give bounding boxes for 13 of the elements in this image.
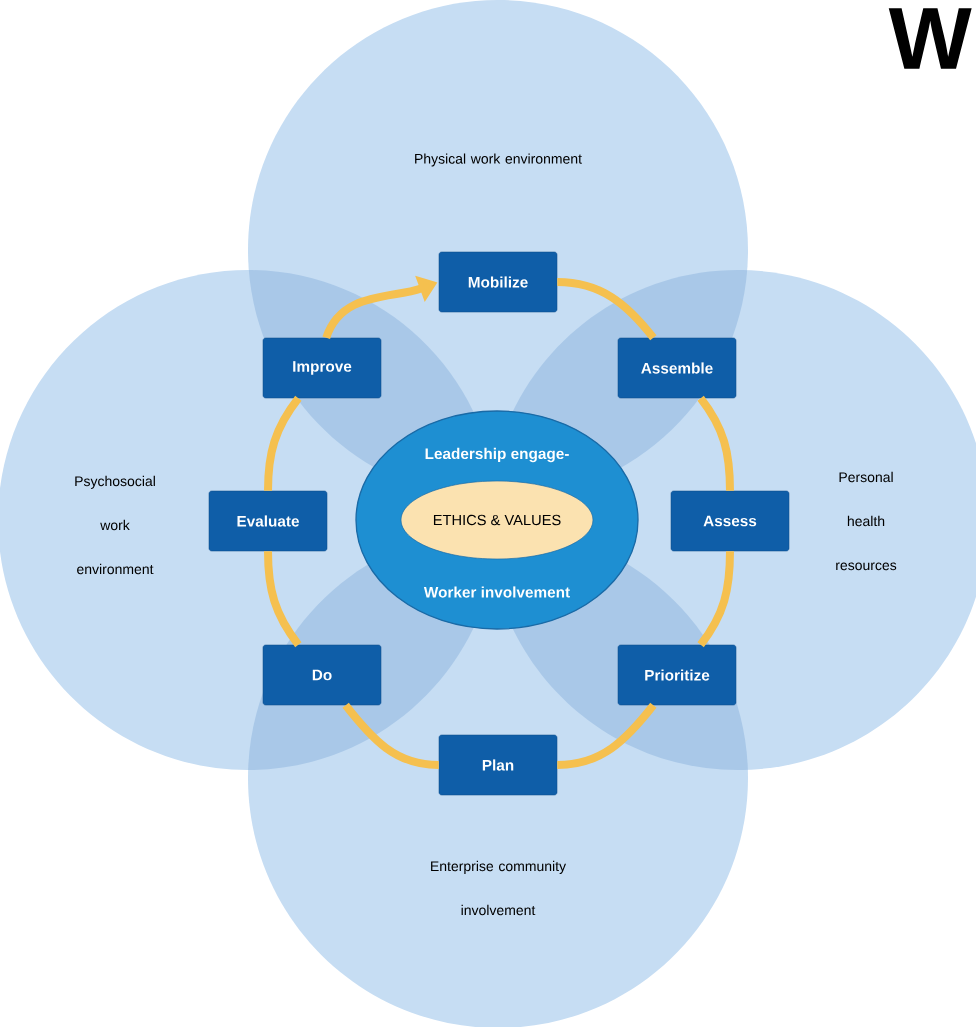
step-box: Evaluate <box>208 490 328 552</box>
step-box: Mobilize <box>438 251 558 313</box>
heading-letter: W <box>888 8 972 69</box>
zone-label: Personal health resources <box>836 471 897 571</box>
step-box: Do <box>262 644 382 706</box>
step-box: Assess <box>670 490 790 552</box>
step-box: Assemble <box>617 337 737 399</box>
step-box: Plan <box>438 734 558 796</box>
zone-label: Enterprise community involvement <box>431 860 566 916</box>
zone-label: Physical work environment <box>415 153 582 167</box>
zone-label: Psychosocial work environment <box>75 475 155 575</box>
step-box: Prioritize <box>617 644 737 706</box>
step-box: Improve <box>262 337 382 399</box>
